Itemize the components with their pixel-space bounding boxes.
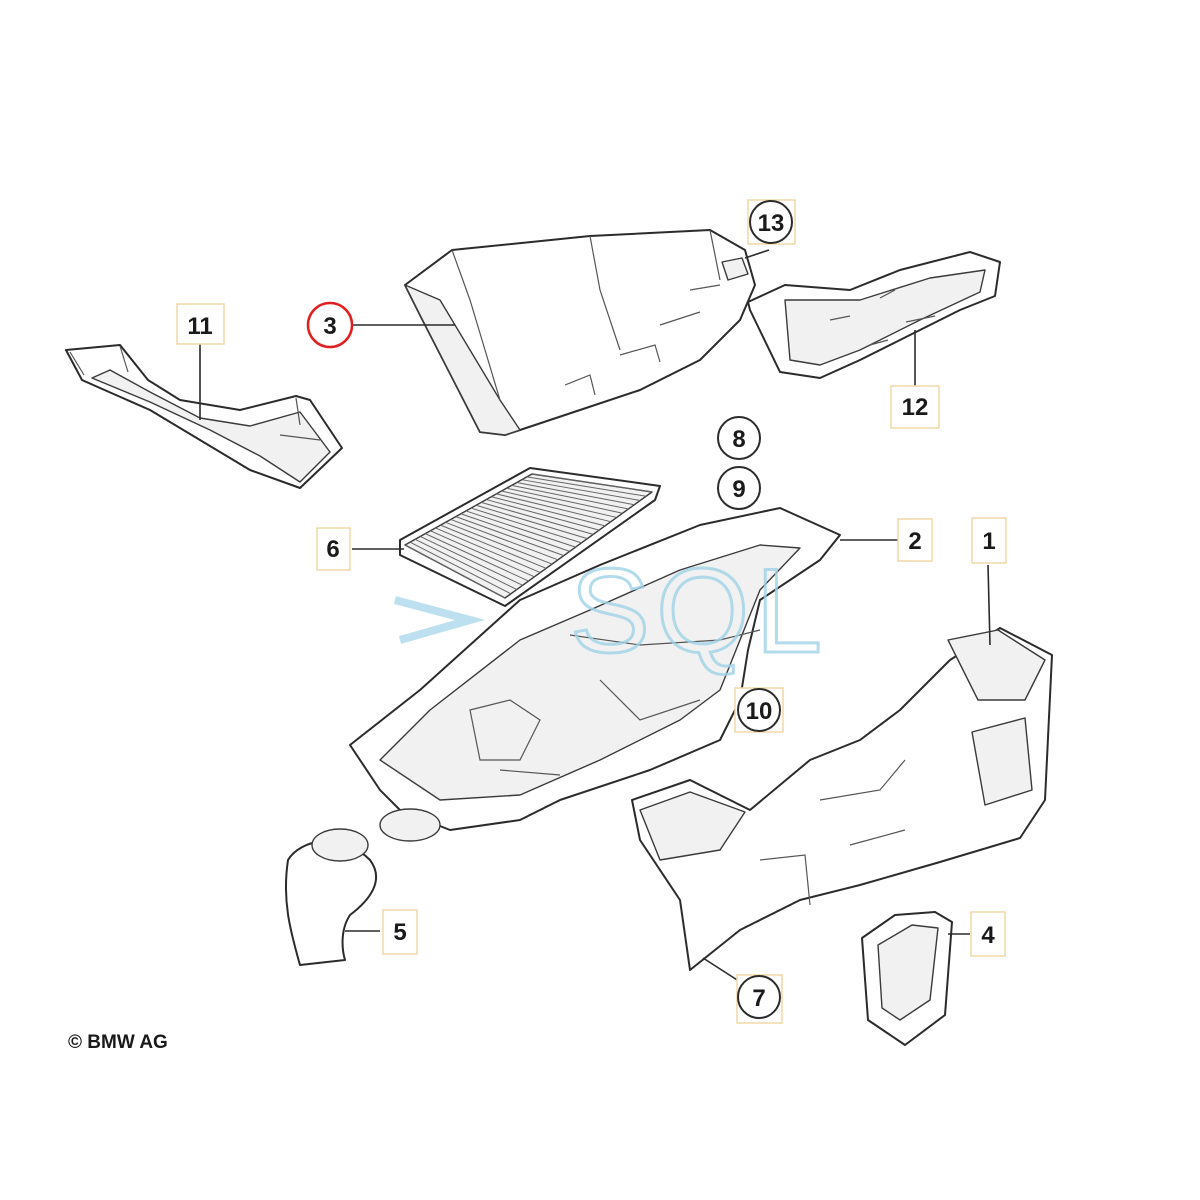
filter-pleat xyxy=(445,521,553,565)
leader-lines xyxy=(199,249,991,986)
callout-6[interactable]: 6 xyxy=(316,527,351,571)
part-13-clip xyxy=(721,257,749,281)
callout-1[interactable]: 1 xyxy=(971,517,1007,564)
filter-pleat xyxy=(486,499,600,531)
part-12-bracket xyxy=(747,251,1001,379)
svg-text:2: 2 xyxy=(908,528,921,555)
svg-text:13: 13 xyxy=(758,210,785,237)
svg-text:9: 9 xyxy=(732,476,745,503)
filter-pleat xyxy=(460,513,570,552)
svg-text:3: 3 xyxy=(323,313,336,340)
callout-5[interactable]: 5 xyxy=(382,909,418,955)
part-3-filter-cover xyxy=(404,229,756,436)
filter-pleat xyxy=(435,527,541,574)
watermark-chevron-icon xyxy=(393,596,486,644)
filter-pleat xyxy=(521,479,641,501)
filter-pleat xyxy=(465,510,576,548)
filter-pleat xyxy=(506,487,623,514)
filter-pleat xyxy=(404,544,506,599)
callout-9[interactable]: 9 xyxy=(717,466,761,510)
callout-13[interactable]: 13 xyxy=(747,199,796,245)
callout-11[interactable]: 11 xyxy=(176,303,225,345)
svg-text:12: 12 xyxy=(902,394,929,421)
part-4-small-duct xyxy=(861,911,953,1046)
part-5-elbow-duct xyxy=(284,828,377,966)
filter-pleat xyxy=(420,536,523,586)
filter-pleat xyxy=(481,501,594,535)
filter-pleat xyxy=(409,541,512,595)
filter-pleat xyxy=(425,533,529,582)
filter-pleat xyxy=(455,516,564,557)
part-6-filter-element xyxy=(399,467,661,607)
callout-12[interactable]: 12 xyxy=(890,385,940,429)
filter-pleat xyxy=(475,504,588,540)
filter-pleat xyxy=(491,496,606,527)
part-2-intake-tray xyxy=(349,507,841,842)
copyright-text: © BMW AG xyxy=(68,1032,168,1053)
part-11-bracket xyxy=(65,344,343,489)
callout-4[interactable]: 4 xyxy=(970,911,1006,957)
callout-7[interactable]: 7 xyxy=(736,974,783,1024)
filter-pleat xyxy=(470,507,582,544)
svg-text:7: 7 xyxy=(752,985,765,1012)
svg-text:10: 10 xyxy=(746,698,773,725)
svg-text:SQL: SQL xyxy=(570,544,828,678)
filter-pleat xyxy=(526,476,647,497)
callout-2[interactable]: 2 xyxy=(897,518,933,562)
svg-text:8: 8 xyxy=(732,426,745,453)
callout-3[interactable]: 3 xyxy=(306,301,354,349)
filter-pleats xyxy=(404,473,653,599)
svg-text:5: 5 xyxy=(393,919,406,946)
svg-text:6: 6 xyxy=(326,536,339,563)
filter-pleat xyxy=(430,530,535,578)
svg-text:11: 11 xyxy=(187,313,212,340)
filter-pleat xyxy=(440,524,547,569)
filter-pleat xyxy=(531,473,653,493)
svg-text:1: 1 xyxy=(982,528,995,555)
filter-pleat xyxy=(501,490,617,518)
filter-pleat xyxy=(511,484,629,510)
callout-10[interactable]: 10 xyxy=(734,687,784,733)
svg-text:4: 4 xyxy=(981,922,995,949)
filter-pleat xyxy=(516,482,635,506)
part-1-lower-duct xyxy=(631,627,1053,971)
filter-pleat xyxy=(414,538,517,590)
filter-pleat xyxy=(450,518,559,561)
callout-8[interactable]: 8 xyxy=(717,416,761,460)
filter-pleat xyxy=(496,493,611,523)
watermark: SQL xyxy=(393,543,828,680)
